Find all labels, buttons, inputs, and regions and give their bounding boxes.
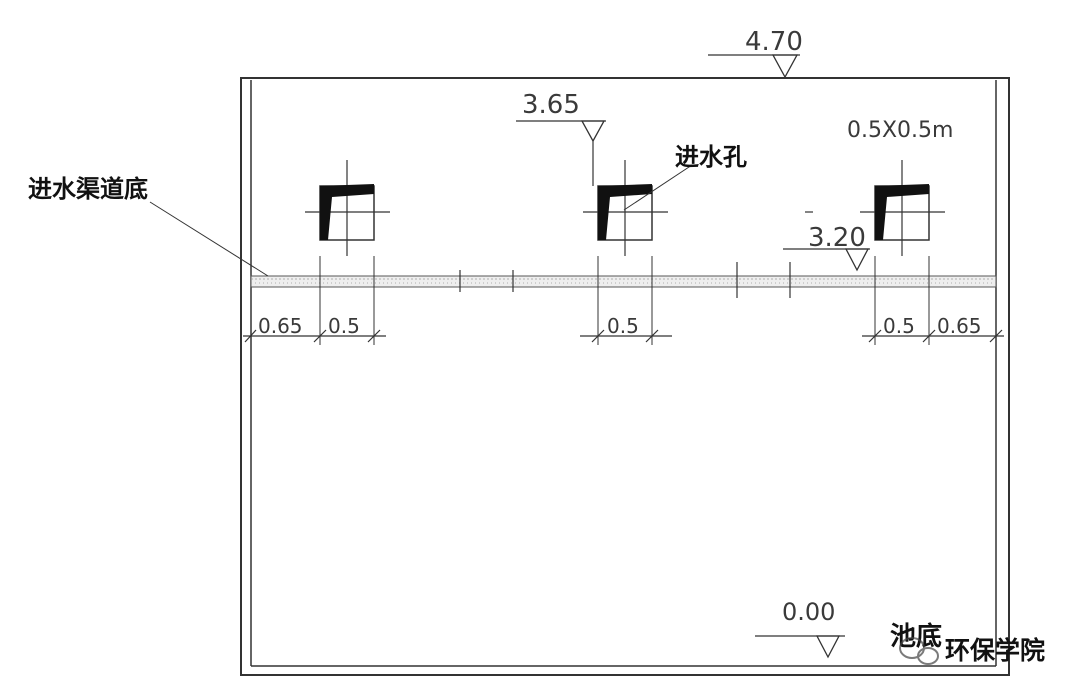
elevation-marker-inlet-top: 3.65 [516,90,606,186]
wechat-logo-icon [899,637,939,665]
elevation-marker-top: 4.70 [708,27,803,79]
inlet-hole-left [305,160,390,256]
inlet-hole-middle [583,160,668,256]
dimension-right-edge-text: 0.65 [937,314,982,338]
elevation-inlet-top-text: 3.65 [522,90,580,120]
dimension-left-hole-text: 0.5 [328,314,360,338]
inlet-hole-right [860,160,945,256]
label-hole-size: 0.5X0.5m [847,118,953,143]
watermark-text: 环保学院 [945,636,1045,665]
elevation-channel-bottom-text: 3.20 [808,223,866,253]
dimension-line-right: 0.5 0.65 [862,256,1004,345]
dimension-line-left: 0.65 0.5 [243,256,386,345]
label-inlet-hole: 进水孔 [675,143,747,171]
dimension-left-edge-text: 0.65 [258,314,303,338]
elevation-pool-bottom-text: 0.00 [782,598,835,626]
elevation-top-text: 4.70 [745,27,803,57]
channel-bottom-slab [250,262,997,298]
elevation-marker-pool-bottom: 0.00 [755,598,845,659]
tank-walls [240,77,1010,676]
label-channel-bottom: 进水渠道底 [28,175,148,203]
dimension-middle-hole-text: 0.5 [607,314,639,338]
elevation-marker-channel-bottom: 3.20 [783,211,870,272]
label-pool-bottom: 池底 [890,621,942,652]
leader-inlet-hole [623,164,693,211]
dimension-line-middle: 0.5 [580,256,672,345]
dimension-right-hole-text: 0.5 [883,314,915,338]
leader-channel-bottom [149,201,269,277]
watermark: 环保学院 [899,636,1045,665]
